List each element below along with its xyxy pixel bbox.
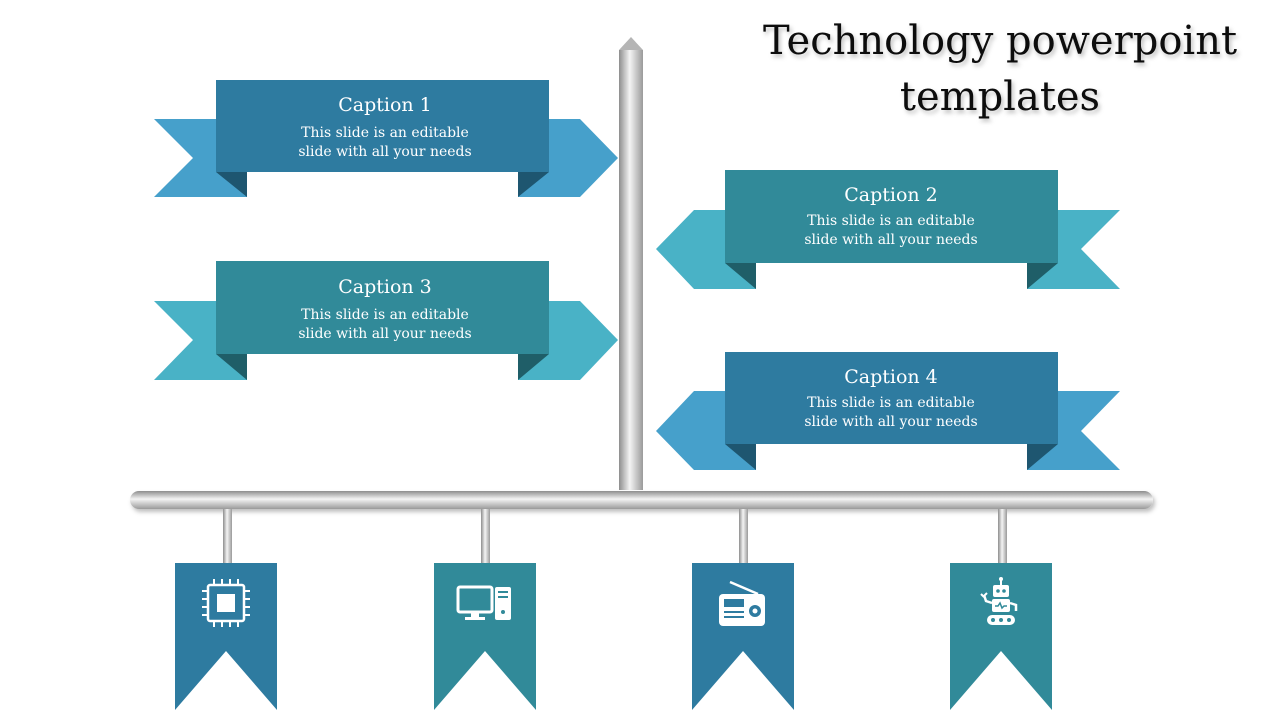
hanging-tag-3: [692, 563, 794, 710]
caption-banner-4: Caption 4 This slide is an editable slid…: [656, 352, 1120, 470]
caption-2-text-line-2: slide with all your needs: [804, 232, 977, 248]
banner-2-fold-right: [1027, 263, 1058, 289]
pole-tip: [619, 37, 643, 50]
caption-3-text-line-2: slide with all your needs: [298, 326, 471, 342]
banner-3-fold-right: [518, 354, 549, 380]
caption-3-text-line-1: This slide is an editable: [301, 307, 469, 323]
tag-1-shape: [175, 563, 277, 710]
banner-4-fold-right: [1027, 444, 1058, 470]
hanger-rod-4: [998, 509, 1007, 564]
hanger-rod-1: [223, 509, 232, 564]
banner-2-body: [725, 170, 1058, 263]
hanger-rod-2: [481, 509, 490, 564]
caption-1-text-line-2: slide with all your needs: [298, 144, 471, 160]
title-line-2: templates: [900, 74, 1100, 120]
tag-3-shape: [692, 563, 794, 710]
tag-2-shape: [434, 563, 536, 710]
slide-title: Technology powerpoint templates: [763, 18, 1237, 120]
caption-4-text-line-1: This slide is an editable: [807, 395, 975, 411]
hanging-tag-1: [175, 563, 277, 710]
pole-shaft: [619, 50, 643, 490]
robot-icon: [980, 577, 1018, 625]
hanging-tag-2: [434, 563, 536, 710]
banner-3-fold-left: [216, 354, 247, 380]
banner-4-body: [725, 352, 1058, 444]
rail-bar: [130, 491, 1153, 509]
caption-4-title: Caption 4: [844, 366, 938, 388]
caption-banner-2: Caption 2 This slide is an editable slid…: [656, 170, 1120, 289]
vertical-pole: [619, 37, 643, 490]
banner-4-fold-left: [725, 444, 756, 470]
hanger-rod-3: [739, 509, 748, 564]
cpu-chip-icon: [202, 579, 250, 627]
caption-2-text-line-1: This slide is an editable: [807, 213, 975, 229]
caption-1-text-line-1: This slide is an editable: [301, 125, 469, 141]
caption-4-text-line-2: slide with all your needs: [804, 414, 977, 430]
hanging-tag-4: [950, 563, 1052, 710]
radio-icon: [719, 580, 765, 626]
title-line-1: Technology powerpoint: [763, 18, 1237, 64]
banner-2-fold-left: [725, 263, 756, 289]
caption-banner-1: Caption 1 This slide is an editable slid…: [154, 80, 618, 197]
banner-1-fold-right: [518, 172, 549, 197]
caption-3-title: Caption 3: [338, 276, 432, 298]
caption-2-title: Caption 2: [844, 184, 938, 206]
horizontal-rail: [130, 491, 1153, 509]
desktop-computer-icon: [456, 585, 511, 620]
tag-4-shape: [950, 563, 1052, 710]
banner-1-fold-left: [216, 172, 247, 197]
caption-1-title: Caption 1: [338, 94, 432, 116]
banner-1-body: [216, 80, 549, 172]
banner-3-body: [216, 261, 549, 354]
hanger-rods: [223, 509, 1007, 564]
caption-banner-3: Caption 3 This slide is an editable slid…: [154, 261, 618, 380]
